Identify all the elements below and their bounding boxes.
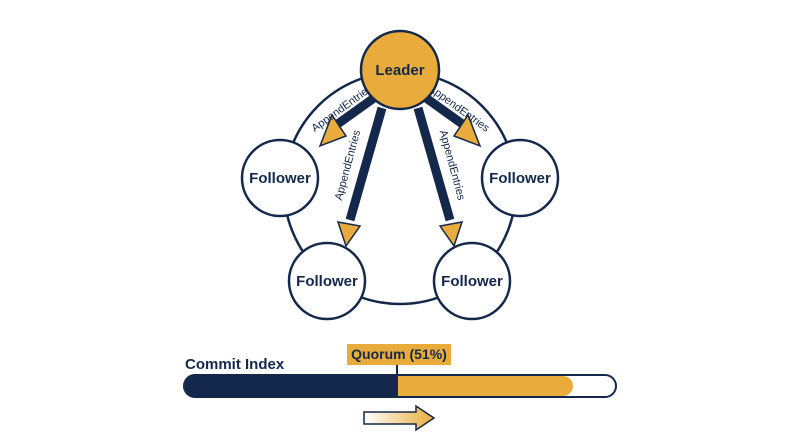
follower-node-top-right: Follower	[480, 138, 560, 218]
follower-label: Follower	[441, 273, 503, 290]
follower-label: Follower	[249, 170, 311, 187]
follower-label: Follower	[296, 273, 358, 290]
follower-node-top-left: Follower	[240, 138, 320, 218]
quorum-badge: Quorum (51%)	[347, 344, 451, 365]
commit-index-label: Commit Index	[185, 356, 285, 373]
edge-to-follower-bottom-right	[413, 106, 464, 248]
commit-bar-committed-edge	[377, 375, 396, 397]
progress-arrow-icon	[363, 404, 436, 432]
follower-node-bottom-right: Follower	[432, 241, 512, 321]
edge-to-follower-top-left	[318, 94, 377, 148]
commit-index-bar	[183, 362, 617, 398]
edge-to-follower-top-right	[423, 94, 482, 148]
edge-to-follower-bottom-left	[336, 106, 387, 248]
commit-bar-committed	[184, 375, 396, 397]
follower-label: Follower	[489, 170, 551, 187]
leader-node: Leader	[359, 29, 441, 111]
follower-node-bottom-left: Follower	[287, 241, 367, 321]
leader-label: Leader	[375, 62, 424, 79]
